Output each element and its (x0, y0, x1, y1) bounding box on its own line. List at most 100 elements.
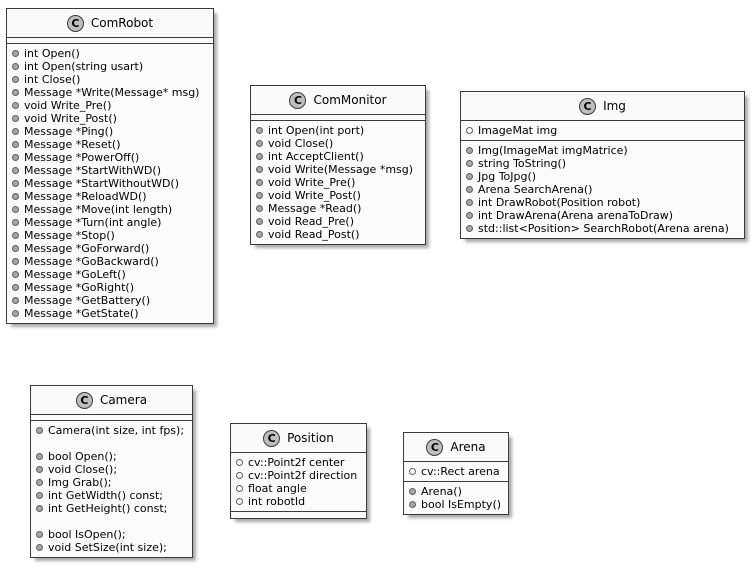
member-text: Img Grab(); (48, 476, 112, 489)
method-row: bool IsEmpty() (409, 498, 503, 511)
method-bullet-icon (36, 427, 43, 434)
method-row: void Write(Message *msg) (256, 163, 420, 176)
spacer-row (36, 437, 187, 450)
member-text: Arena SearchArena() (478, 183, 593, 196)
method-row: Message *Reset() (12, 138, 208, 151)
method-bullet-icon (36, 531, 43, 538)
member-text (36, 515, 40, 528)
method-bullet-icon (12, 245, 19, 252)
method-bullet-icon (466, 173, 473, 180)
method-row: Message *GetState() (12, 307, 208, 320)
method-row: Message *GoBackward() (12, 255, 208, 268)
class-icon: C (263, 429, 281, 447)
class-title: C Arena (404, 433, 508, 462)
class-name: ComMonitor (313, 93, 387, 107)
field-row: float angle (236, 482, 361, 495)
method-row: void Write_Pre() (256, 176, 420, 189)
class-icon: C (426, 438, 444, 456)
method-row: int AcceptClient() (256, 150, 420, 163)
fields-compartment (251, 115, 425, 121)
method-row: void SetSize(int size); (36, 541, 187, 554)
field-row: cv::Point2f center (236, 456, 361, 469)
method-row: int Open(int port) (256, 124, 420, 137)
method-bullet-icon (466, 186, 473, 193)
method-row: int GetHeight() const; (36, 502, 187, 515)
field-row: ImageMat img (466, 124, 739, 137)
method-bullet-icon (12, 50, 19, 57)
method-row: bool Open(); (36, 450, 187, 463)
member-text: Message *GoForward() (24, 242, 150, 255)
member-text: Message *ReloadWD() (24, 190, 147, 203)
method-row: Message *StartWithWD() (12, 164, 208, 177)
method-row: Message *GetBattery() (12, 294, 208, 307)
member-text: Message *GetBattery() (24, 294, 151, 307)
member-text: Message *GoRight() (24, 281, 135, 294)
method-row: Img(ImageMat imgMatrice) (466, 144, 739, 157)
field-bullet-icon (466, 127, 473, 134)
method-row: Message *GoForward() (12, 242, 208, 255)
class-name: ComRobot (90, 16, 154, 30)
member-text: void Close(); (48, 463, 118, 476)
member-text: int GetHeight() const; (48, 502, 168, 515)
method-bullet-icon (256, 218, 263, 225)
method-bullet-icon (409, 488, 416, 495)
member-text: void Read_Post() (268, 228, 360, 241)
member-text: int robotId (248, 495, 306, 508)
method-bullet-icon (256, 166, 263, 173)
methods-compartment: Img(ImageMat imgMatrice)string ToString(… (461, 141, 744, 238)
method-bullet-icon (12, 232, 19, 239)
method-row: void Write_Post() (12, 112, 208, 125)
member-text: void Write_Post() (24, 112, 117, 125)
member-text: string ToString() (478, 157, 567, 170)
member-text: int Close() (24, 73, 81, 86)
field-bullet-icon (236, 459, 243, 466)
member-text: Message *Move(int length) (24, 203, 173, 216)
method-row: Message *GoRight() (12, 281, 208, 294)
field-bullet-icon (236, 498, 243, 505)
member-text: Message *Reset() (24, 138, 121, 151)
class-icon: C (66, 14, 84, 32)
field-row: cv::Point2f direction (236, 469, 361, 482)
method-row: Message *Stop() (12, 229, 208, 242)
member-text: cv::Rect arena (421, 465, 500, 478)
method-row: void Write_Post() (256, 189, 420, 202)
member-text: int Open() (24, 47, 80, 60)
method-bullet-icon (12, 89, 19, 96)
class-comrobot: C ComRobot int Open()int Open(string usart… (6, 8, 214, 324)
method-bullet-icon (256, 179, 263, 186)
member-text: Message *GoLeft() (24, 268, 126, 281)
member-text: ImageMat img (478, 124, 558, 137)
methods-compartment: int Open()int Open(string usart)int Clos… (7, 44, 213, 323)
method-row: Message *Move(int length) (12, 203, 208, 216)
method-bullet-icon (12, 102, 19, 109)
method-bullet-icon (36, 505, 43, 512)
member-text (36, 437, 40, 450)
method-bullet-icon (466, 225, 473, 232)
class-icon: C (579, 97, 597, 115)
method-bullet-icon (256, 192, 263, 199)
member-text: bool IsOpen(); (48, 528, 126, 541)
method-bullet-icon (256, 140, 263, 147)
method-bullet-icon (36, 492, 43, 499)
member-text: Message *Ping() (24, 125, 114, 138)
member-text: int DrawArena(Arena arenaToDraw) (478, 209, 674, 222)
method-bullet-icon (12, 128, 19, 135)
member-text: void Read_Pre() (268, 215, 354, 228)
method-row: Camera(int size, int fps); (36, 424, 187, 437)
member-text: int DrawRobot(Position robot) (478, 196, 641, 209)
fields-compartment: cv::Rect arena (404, 462, 508, 482)
method-row: int DrawRobot(Position robot) (466, 196, 739, 209)
method-row: Message *Read() (256, 202, 420, 215)
method-bullet-icon (256, 127, 263, 134)
method-bullet-icon (36, 544, 43, 551)
method-bullet-icon (12, 297, 19, 304)
class-name: Arena (450, 440, 486, 454)
member-text: float angle (248, 482, 307, 495)
member-text: bool Open(); (48, 450, 117, 463)
member-text: Message *GoBackward() (24, 255, 159, 268)
method-bullet-icon (12, 141, 19, 148)
